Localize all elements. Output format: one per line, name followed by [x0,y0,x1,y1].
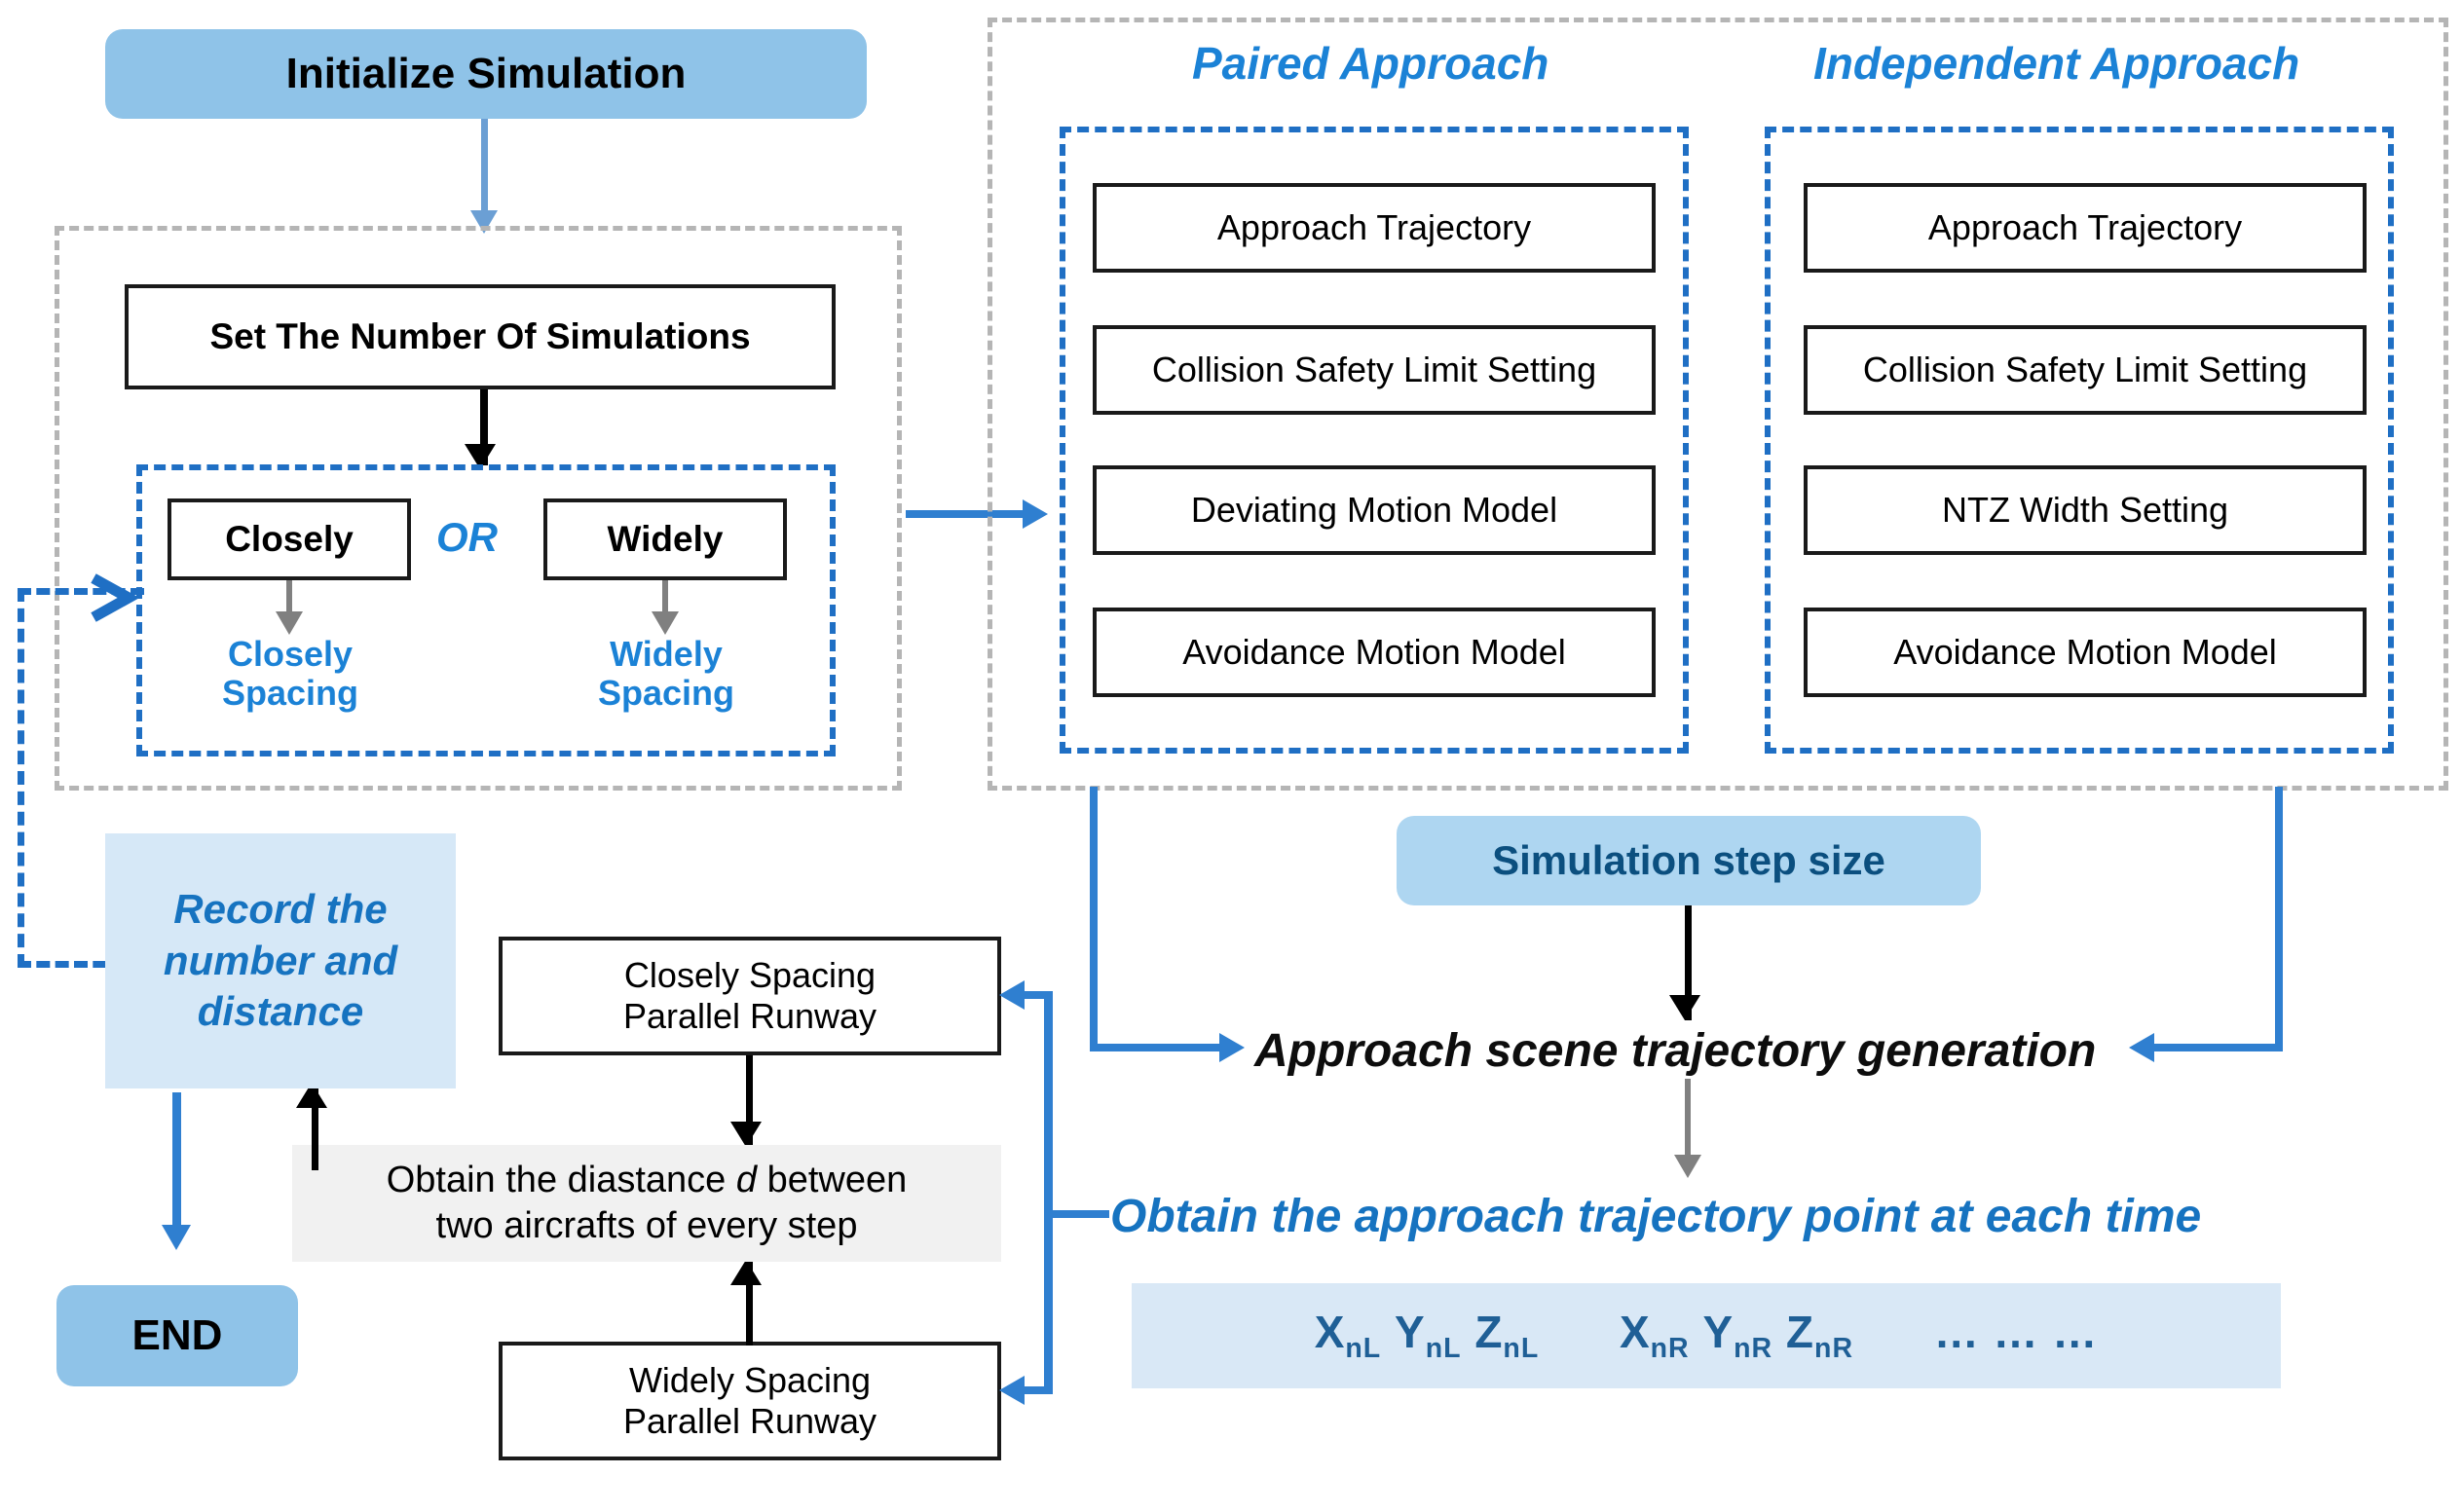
formula-left-z: Z [1474,1307,1504,1358]
formula-left-z-sub: nL [1503,1333,1540,1365]
label-closely-spacing: Closely Spacing [189,635,392,712]
connector-setnum-to-options [480,389,488,465]
label-closely-spacing-line1: Closely [227,634,354,674]
arrowhead-bracket-to-widely [999,1376,1025,1405]
formula-right-y: Y [1702,1307,1735,1358]
formula-left-y: Y [1395,1307,1426,1358]
connector-stepsize-to-scene [1685,905,1692,1020]
connector-init-to-group [481,119,488,216]
label-closely-spacing-line2: Spacing [221,672,359,713]
formula-right-x: X [1619,1307,1651,1358]
group-approach-panel-dashed [988,18,2448,791]
connector-widelyrunway-to-distance [746,1262,753,1346]
arrowhead-bracket-to-closely [999,980,1025,1010]
formula-right-z-sub: nR [1814,1333,1854,1365]
formula-ellipsis: … … … [1933,1307,2099,1358]
arrowhead-independent-to-scene [2129,1033,2154,1062]
connector-bracket-vertical [1044,991,1053,1394]
label-obtain-trajectory-point: Obtain the approach trajectory point at … [1110,1191,2202,1242]
connector-closely-to-label [286,580,292,625]
arrowhead-record-to-end [162,1225,191,1250]
group-spacing-options-dashed [136,464,836,756]
formula-left-y-sub: nL [1425,1333,1462,1365]
arrowhead-widely-to-label [652,611,679,635]
arrowhead-stepsize-to-scene [1669,995,1700,1020]
node-independent-avoidance-motion-model[interactable]: Avoidance Motion Model [1804,608,2367,697]
connector-options-to-approach [906,510,1030,518]
heading-independent-approach: Independent Approach [1813,38,2300,89]
arrowhead-feedback-chevron [91,573,140,622]
record-line1: Record the [173,886,388,933]
connector-independent-vertical [2275,787,2283,1051]
formula-right-x-sub: nR [1650,1333,1690,1365]
arrowhead-scene-to-obtainpoint [1674,1155,1701,1178]
node-widely-spacing-parallel-runway[interactable]: Widely Spacing Parallel Runway [499,1342,1001,1460]
connector-paired-horizontal [1090,1044,1226,1051]
label-approach-scene-trajectory-generation: Approach scene trajectory generation [1254,1025,2097,1077]
formula-right-y-sub: nR [1734,1333,1773,1365]
arrowhead-closely-to-label [276,611,303,635]
heading-paired-approach: Paired Approach [1192,38,1549,89]
widely-runway-line1: Widely Spacing [628,1359,872,1400]
node-record-number-and-distance: Record the number and distance [105,833,456,1088]
arrowhead-paired-to-scene [1219,1033,1245,1062]
connector-closelyrunway-to-distance [746,1055,753,1145]
node-end[interactable]: END [56,1285,298,1386]
obtain-distance-line2: two aircrafts of every step [435,1205,858,1246]
connector-bracket-to-closely [1023,991,1053,999]
obtain-distance-line1: Obtain the diastance d between [387,1158,908,1204]
node-trajectory-formula: XnL YnL ZnL XnR YnR ZnR … … … [1132,1283,2281,1388]
group-paired-approach-dashed [1060,127,1689,754]
connector-record-to-end [172,1092,181,1240]
label-or: OR [436,514,498,560]
formula-left-x: X [1314,1307,1346,1358]
arrowhead-closelyrunway-to-distance [730,1122,762,1147]
node-set-number-of-simulations[interactable]: Set The Number Of Simulations [125,284,836,389]
node-closely-spacing-parallel-runway[interactable]: Closely Spacing Parallel Runway [499,937,1001,1055]
node-simulation-step-size[interactable]: Simulation step size [1397,816,1981,905]
node-independent-collision-safety-limit[interactable]: Collision Safety Limit Setting [1804,325,2367,415]
record-line2: number and [163,937,398,983]
label-widely-spacing-line2: Spacing [597,672,735,713]
formula-left-x-sub: nL [1345,1333,1382,1365]
node-option-closely[interactable]: Closely [168,498,411,580]
node-paired-approach-trajectory[interactable]: Approach Trajectory [1093,183,1656,273]
connector-paired-vertical [1090,787,1098,1051]
node-obtain-distance: Obtain the diastance d between two aircr… [292,1145,1001,1262]
connector-scene-to-obtainpoint [1685,1079,1691,1172]
node-paired-collision-safety-limit[interactable]: Collision Safety Limit Setting [1093,325,1656,415]
connector-widely-to-label [662,580,668,625]
label-widely-spacing-line1: Widely [610,634,723,674]
node-paired-avoidance-motion-model[interactable]: Avoidance Motion Model [1093,608,1656,697]
group-independent-approach-dashed [1765,127,2394,754]
obtain-distance-text1: Obtain the diastance d between [386,1159,908,1200]
node-independent-ntz-width-setting[interactable]: NTZ Width Setting [1804,465,2367,555]
connector-bracket-stub [1053,1210,1109,1218]
arrowhead-widelyrunway-to-distance [730,1260,762,1285]
node-initialize-simulation[interactable]: Initialize Simulation [105,29,867,119]
closely-runway-line1: Closely Spacing [623,954,877,995]
arrowhead-options-to-approach [1023,499,1048,529]
node-independent-approach-trajectory[interactable]: Approach Trajectory [1804,183,2367,273]
connector-distance-to-record [312,1088,318,1170]
node-option-widely[interactable]: Widely [543,498,787,580]
closely-runway-line2: Parallel Runway [622,996,877,1036]
connector-bracket-to-widely [1023,1386,1053,1394]
widely-runway-line2: Parallel Runway [622,1401,877,1441]
feedback-loop-dashed [18,588,144,968]
formula-right-z: Z [1785,1307,1815,1358]
connector-independent-horizontal [2152,1044,2283,1051]
node-paired-deviating-motion-model[interactable]: Deviating Motion Model [1093,465,1656,555]
record-line3: distance [197,988,364,1035]
label-widely-spacing: Widely Spacing [565,635,767,712]
group-setup-dashed [55,226,902,791]
